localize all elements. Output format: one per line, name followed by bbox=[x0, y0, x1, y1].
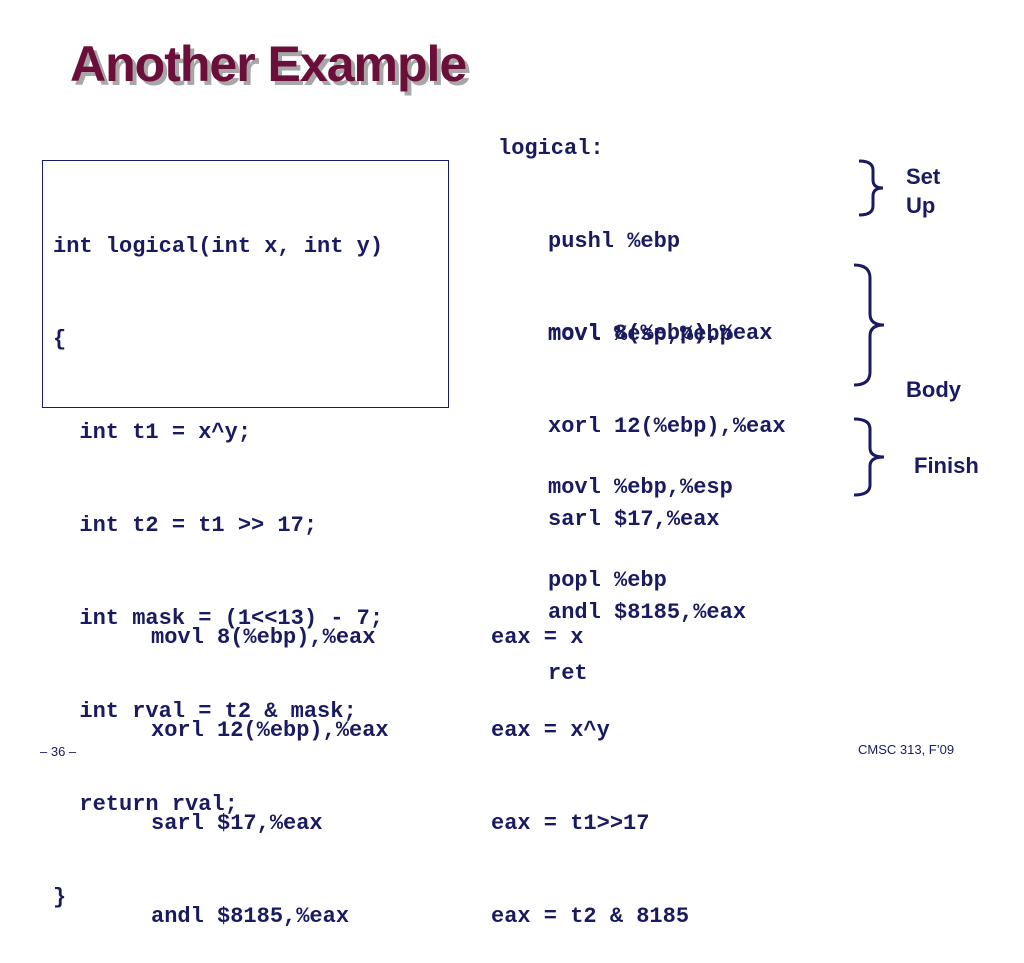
asm-line: xorl 12(%ebp),%eax bbox=[548, 414, 786, 439]
c-code-box: int logical(int x, int y) { int t1 = x^y… bbox=[42, 160, 449, 910]
asm-function-label: logical: bbox=[498, 136, 604, 161]
asm-setup-block: pushl %ebp movl %esp,%ebp bbox=[548, 164, 733, 381]
body-brace-icon bbox=[853, 263, 885, 387]
page-number: – 36 – bbox=[40, 744, 77, 759]
explain-asm-line: movl 8(%ebp),%eax bbox=[151, 625, 376, 650]
setup-brace-icon bbox=[858, 159, 884, 217]
setup-label-line: Set bbox=[906, 164, 941, 189]
explain-asm-line: andl $8185,%eax bbox=[151, 904, 350, 929]
setup-label: Set Up bbox=[906, 162, 940, 220]
explain-meaning-line: eax = x bbox=[491, 625, 584, 650]
c-code-line: int t2 = t1 >> 17; bbox=[53, 513, 318, 538]
explain-asm-line: sarl $17,%eax bbox=[151, 811, 323, 836]
c-code-line: int t1 = x^y; bbox=[53, 420, 252, 445]
asm-line: movl %ebp,%esp bbox=[548, 475, 733, 500]
explain-meaning-line: eax = t1>>17 bbox=[491, 811, 650, 836]
c-code-line: { bbox=[53, 327, 67, 352]
course-label: CMSC 313, F’09 bbox=[858, 742, 955, 757]
asm-body-block: movl 8(%ebp),%eax xorl 12(%ebp),%eax sar… bbox=[548, 256, 786, 659]
asm-line: movl 8(%ebp),%eax bbox=[548, 321, 773, 346]
slide-title: Another Example bbox=[70, 36, 467, 92]
finish-label: Finish bbox=[914, 453, 979, 478]
explain-asm-column: movl 8(%ebp),%eax xorl 12(%ebp),%eax sar… bbox=[151, 560, 389, 963]
explain-meaning-line: eax = t2 & 8185 bbox=[491, 904, 690, 929]
asm-line: sarl $17,%eax bbox=[548, 507, 720, 532]
c-code-line: int logical(int x, int y) bbox=[53, 234, 384, 259]
explain-asm-line: xorl 12(%ebp),%eax bbox=[151, 718, 389, 743]
c-code-line: int mask = (1<<13) - 7; bbox=[53, 606, 384, 631]
asm-finish-block: movl %ebp,%esp popl %ebp ret bbox=[548, 410, 733, 720]
finish-brace-icon bbox=[853, 417, 885, 497]
explain-meaning-column: eax = x eax = x^y eax = t1>>17 eax = t2 … bbox=[491, 560, 689, 963]
explain-meaning-line: eax = x^y bbox=[491, 718, 610, 743]
asm-line: ret bbox=[548, 661, 588, 686]
setup-label-line: Up bbox=[906, 193, 936, 218]
asm-line: movl %esp,%ebp bbox=[548, 322, 733, 347]
body-label: Body bbox=[906, 377, 961, 402]
asm-line: andl $8185,%eax bbox=[548, 600, 747, 625]
asm-line: popl %ebp bbox=[548, 568, 667, 593]
asm-line: pushl %ebp bbox=[548, 229, 681, 254]
c-code-line: int rval = t2 & mask; bbox=[53, 699, 357, 724]
